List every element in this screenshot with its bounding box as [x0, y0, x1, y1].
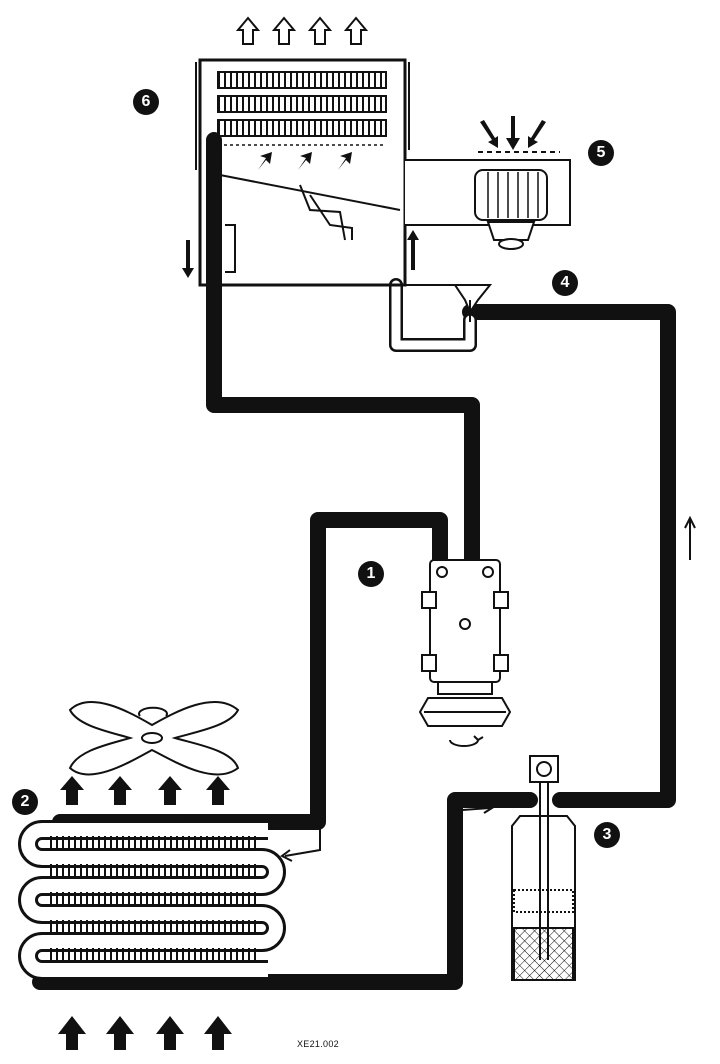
evaporator-housing [195, 58, 493, 322]
blower-inlet-arrows [480, 116, 546, 150]
condenser-fan [68, 700, 240, 776]
compressor [418, 559, 512, 747]
discharge-line [52, 512, 448, 830]
callout-blower: 5 [588, 140, 614, 166]
refrigerant-tubes [32, 132, 676, 990]
callout-compressor: 1 [358, 561, 384, 587]
flow-arrows [280, 515, 696, 862]
condenser-coil [18, 820, 286, 980]
condenser-updraft-arrows [60, 776, 230, 805]
callout-expansion-valve: 4 [552, 270, 578, 296]
receiver-drier [511, 755, 576, 981]
callout-receiver-drier: 3 [594, 822, 620, 848]
figure-reference: XE21.002 [297, 1039, 339, 1049]
callout-condenser: 2 [12, 789, 38, 815]
air-outlet-arrows [235, 16, 369, 45]
blower-unit [405, 151, 571, 250]
evaporator-inlet-line [389, 278, 477, 352]
condenser-inlet-air-arrows [58, 1016, 232, 1050]
callout-evaporator: 6 [133, 89, 159, 115]
